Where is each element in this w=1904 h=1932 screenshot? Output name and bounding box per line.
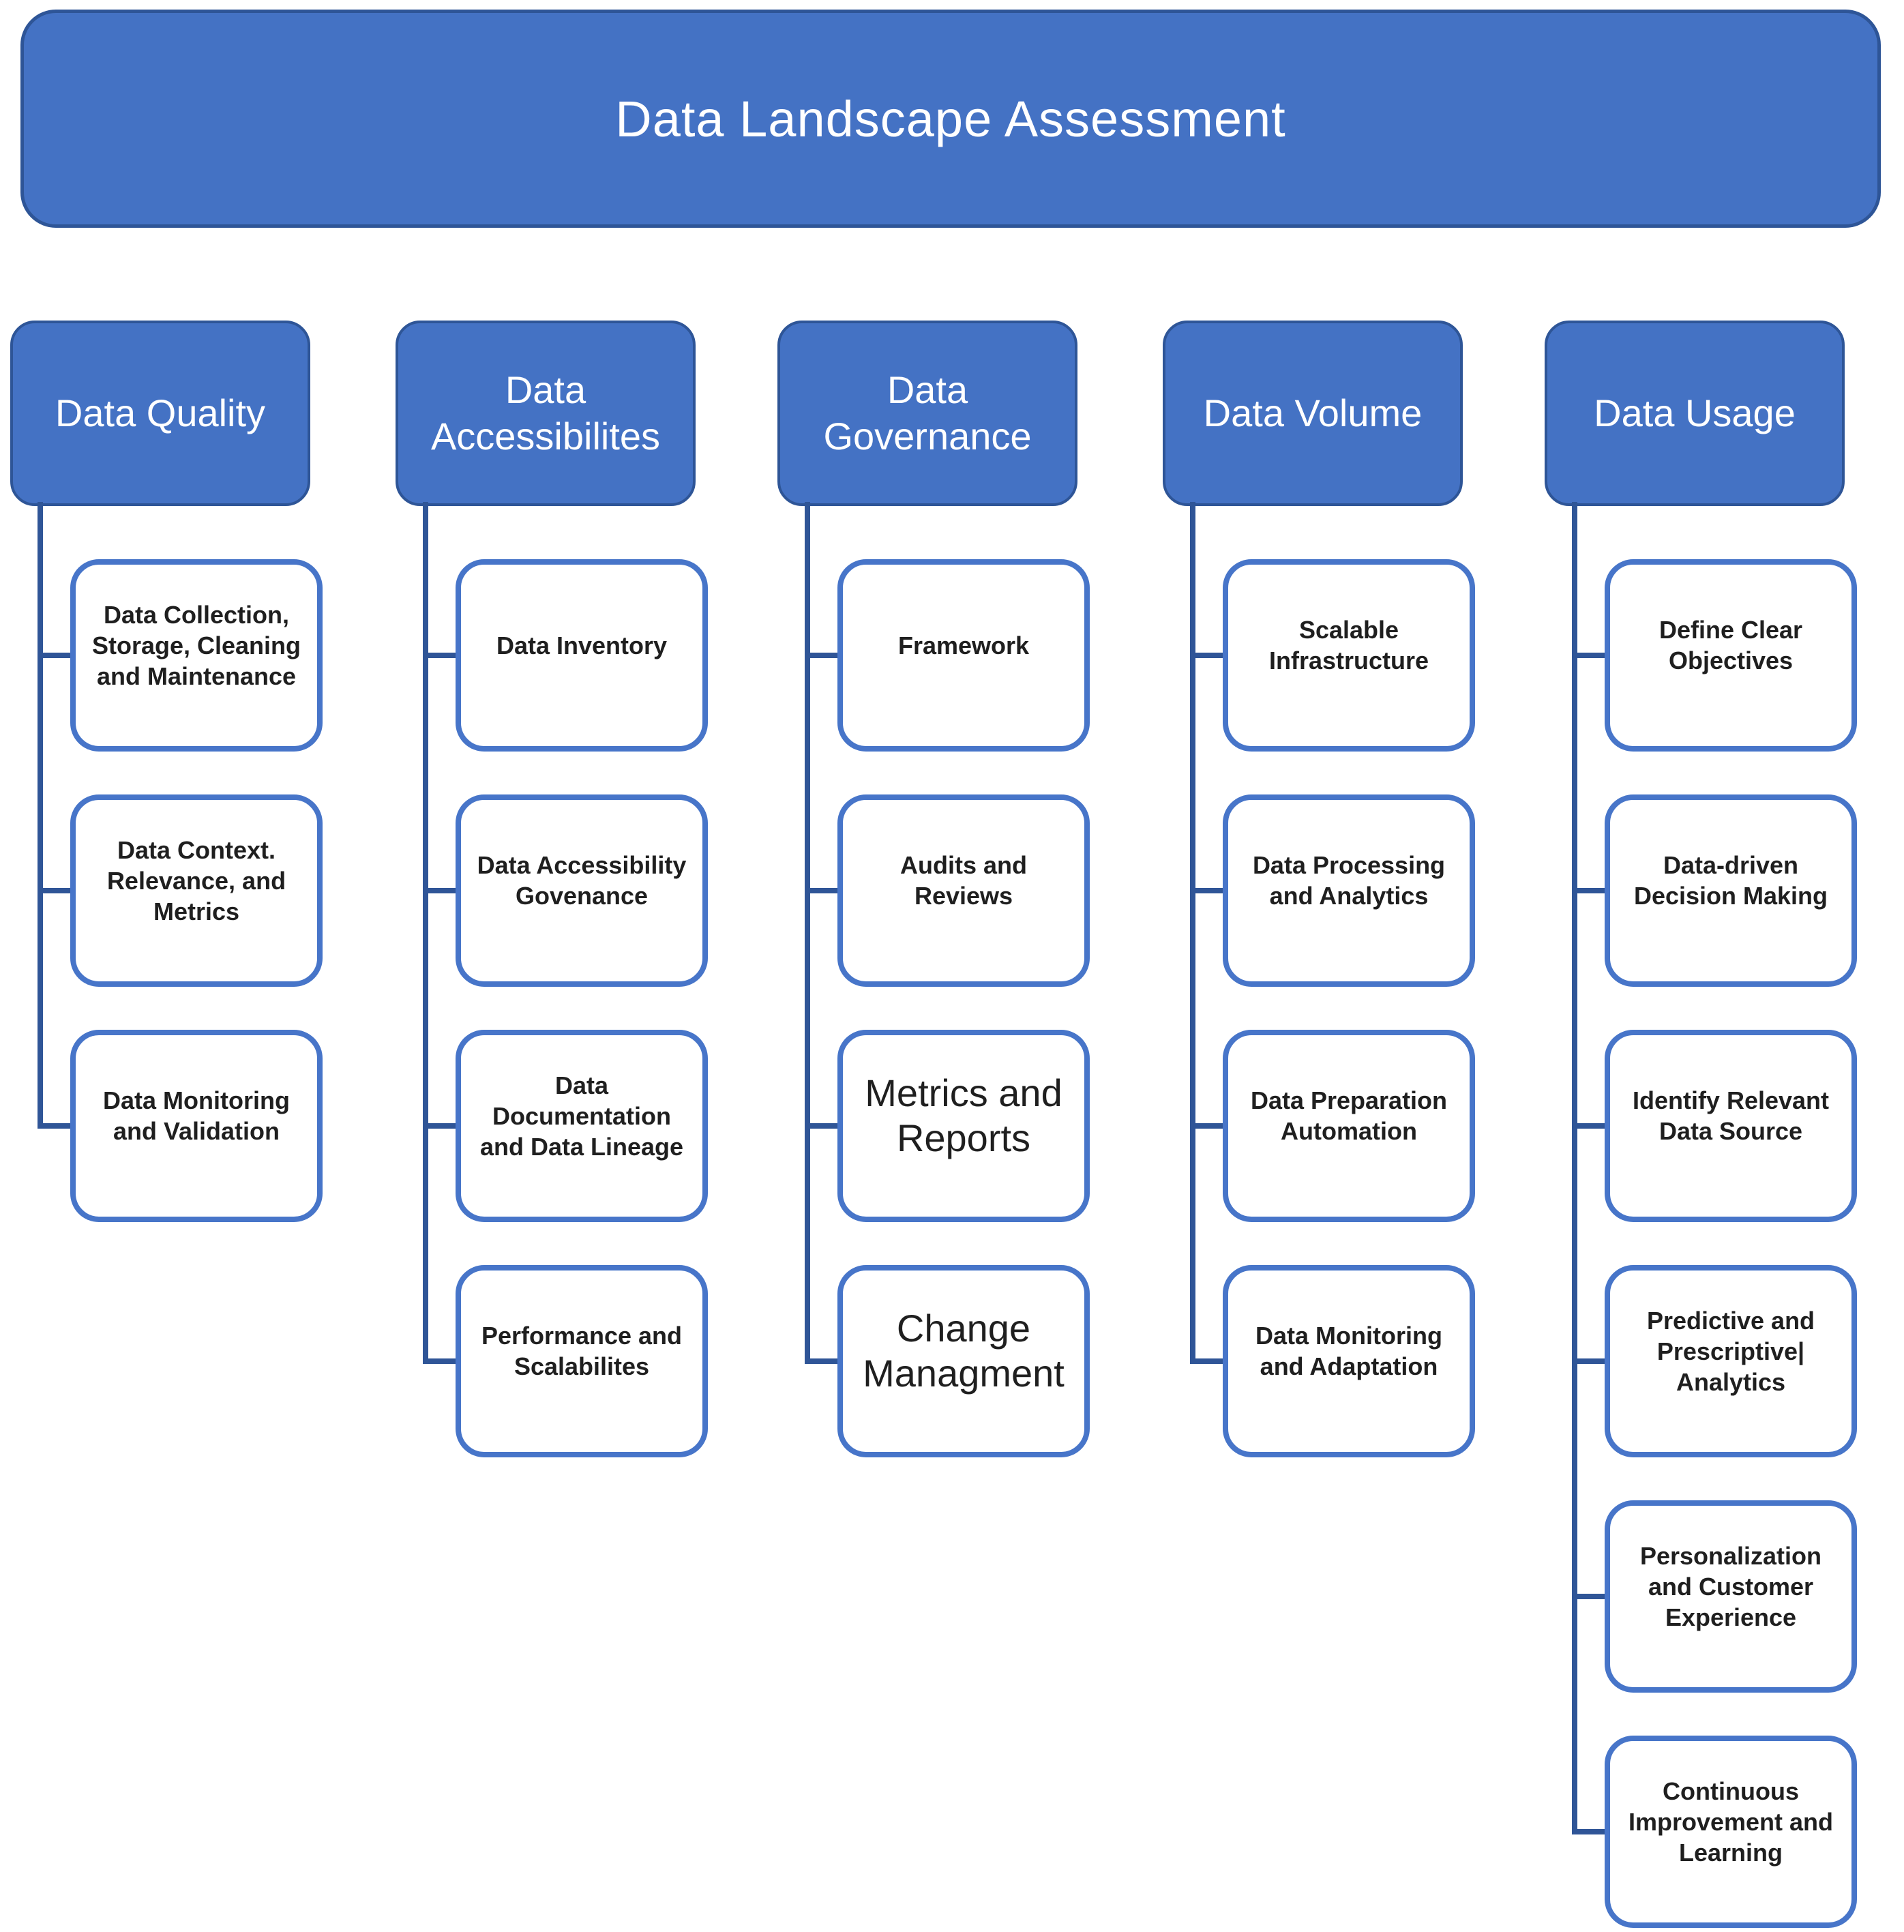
tree-node-label: Data Monitoring and Validation [103, 1086, 290, 1145]
tree-node-label: Change Managment [863, 1306, 1065, 1395]
tree-node-label: Data-driven Decision Making [1633, 851, 1828, 910]
tree-node-label: Framework [897, 631, 1030, 659]
tree-node-label: Audits and Reviews [900, 851, 1027, 910]
title-box: Data Landscape Assessment [20, 10, 1881, 228]
diagram-title: Data Landscape Assessment [615, 90, 1286, 147]
tree-node: Personalization and Customer Experience [1605, 1500, 1857, 1693]
column-header: Data Volume [1163, 321, 1463, 506]
tree-node: Data Processing and Analytics [1223, 794, 1475, 987]
connector-trunk-line [1572, 502, 1577, 1834]
tree-node-label: Data Monitoring and Adaptation [1255, 1322, 1442, 1380]
tree-node-label: Data Processing and Analytics [1252, 851, 1446, 910]
tree-node: Data Accessibility Govenance [456, 794, 708, 987]
connector-branch-line [805, 1123, 842, 1129]
connector-branch-line [423, 653, 460, 658]
connector-branch-line [38, 888, 74, 893]
connector-branch-line [1572, 1594, 1609, 1599]
tree-node: Metrics and Reports [837, 1030, 1090, 1222]
tree-node: Scalable Infrastructure [1223, 559, 1475, 752]
connector-branch-line [805, 888, 842, 893]
connector-branch-line [1572, 1829, 1609, 1834]
tree-node: Data Preparation Automation [1223, 1030, 1475, 1222]
column-header: Data Quality [10, 321, 310, 506]
tree-node-label: Predictive and Prescriptive| Analytics [1646, 1306, 1815, 1396]
tree-node: Data Context. Relevance, and Metrics [70, 794, 323, 987]
connector-branch-line [1190, 1123, 1227, 1129]
tree-node-label: Data Preparation Automation [1250, 1086, 1448, 1145]
tree-node: Continuous Improvement and Learning [1605, 1736, 1857, 1928]
column-header-label: Data Usage [1594, 391, 1796, 434]
tree-node: Framework [837, 559, 1090, 752]
connector-branch-line [1572, 1123, 1609, 1129]
connector-trunk-line [1190, 502, 1195, 1364]
column-data-quality: Data Quality Data Collection, Storage, C… [10, 321, 372, 1932]
column-header: Data Usage [1545, 321, 1845, 506]
tree-node-label: Continuous Improvement and Learning [1628, 1777, 1834, 1867]
connector-branch-line [1190, 1358, 1227, 1364]
tree-node-label: Define Clear Objectives [1658, 616, 1803, 674]
connector-branch-line [805, 1358, 842, 1364]
tree-node: Identify Relevant Data Source [1605, 1030, 1857, 1222]
tree-node: Data-driven Decision Making [1605, 794, 1857, 987]
connector-branch-line [1572, 653, 1609, 658]
tree-node-label: Data Documentation and Data Lineage [479, 1071, 684, 1161]
tree-node-label: Metrics and Reports [865, 1071, 1062, 1159]
connector-trunk-line [805, 502, 810, 1364]
connector-branch-line [1190, 653, 1227, 658]
tree-node: Data Documentation and Data Lineage [456, 1030, 708, 1222]
tree-node: Define Clear Objectives [1605, 559, 1857, 752]
connector-branch-line [423, 1123, 460, 1129]
tree-node: Data Monitoring and Validation [70, 1030, 323, 1222]
connector-branch-line [1572, 1358, 1609, 1364]
column-header-label: Data Quality [55, 391, 266, 434]
tree-node: Predictive and Prescriptive| Analytics [1605, 1265, 1857, 1457]
connector-branch-line [805, 653, 842, 658]
tree-node: Audits and Reviews [837, 794, 1090, 987]
column-header-label: Data Governance [823, 368, 1032, 458]
tree-node: Performance and Scalabilites [456, 1265, 708, 1457]
tree-node-label: Data Accessibility Govenance [477, 851, 687, 910]
column-header-label: Data Volume [1203, 391, 1423, 434]
tree-node-label: Data Inventory [496, 631, 668, 659]
tree-node-label: Personalization and Customer Experience [1639, 1541, 1822, 1631]
connector-branch-line [423, 1358, 460, 1364]
column-header: Data Governance [777, 321, 1077, 506]
tree-node: Change Managment [837, 1265, 1090, 1457]
tree-node: Data Monitoring and Adaptation [1223, 1265, 1475, 1457]
connector-trunk-line [423, 502, 428, 1364]
connector-branch-line [423, 888, 460, 893]
connector-branch-line [38, 653, 74, 658]
connector-trunk-line [38, 502, 43, 1129]
tree-node-label: Performance and Scalabilites [481, 1322, 683, 1380]
tree-node-label: Data Context. Relevance, and Metrics [106, 835, 286, 925]
column-header: Data Accessibilites [396, 321, 696, 506]
column-header-label: Data Accessibilites [430, 368, 661, 458]
connector-branch-line [1190, 888, 1227, 893]
tree-node-label: Identify Relevant Data Source [1632, 1086, 1830, 1145]
tree-node: Data Inventory [456, 559, 708, 752]
connector-branch-line [1572, 888, 1609, 893]
tree-node-label: Scalable Infrastructure [1268, 616, 1429, 674]
tree-node: Data Collection, Storage, Cleaning and M… [70, 559, 323, 752]
connector-branch-line [38, 1123, 74, 1129]
tree-node-label: Data Collection, Storage, Cleaning and M… [91, 600, 301, 690]
